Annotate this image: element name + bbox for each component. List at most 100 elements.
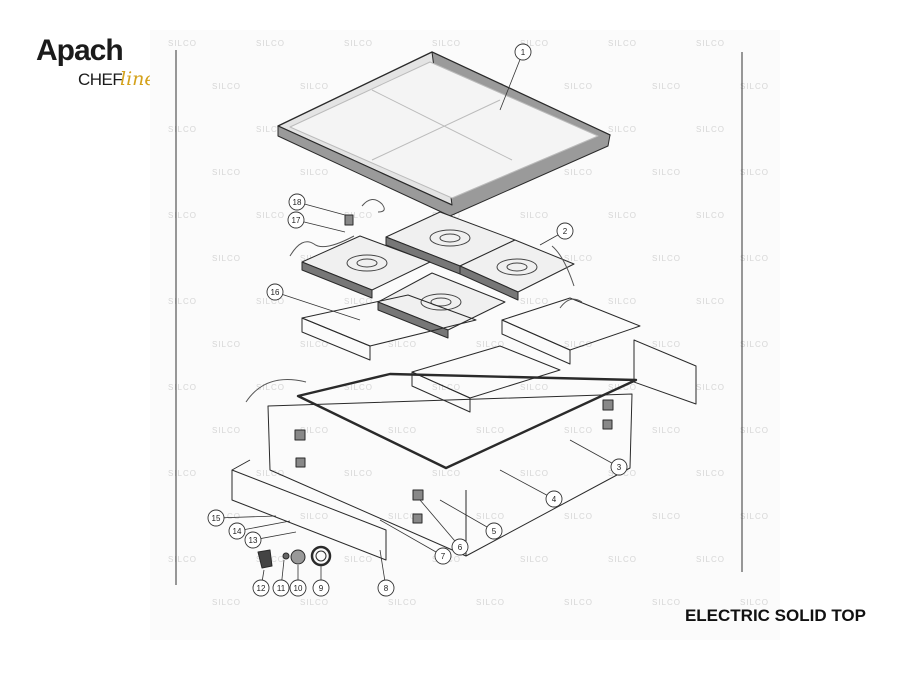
- callout-18: 18: [288, 193, 306, 211]
- front-control-panel: [231, 459, 387, 561]
- logo-line: line: [120, 68, 156, 90]
- callout-6: 6: [451, 538, 469, 556]
- watermark-text: SILCO: [476, 598, 505, 607]
- svg-text:4: 4: [552, 495, 557, 504]
- callout-11: 11: [272, 579, 290, 597]
- callout-12: 12: [252, 579, 270, 597]
- watermark-text: SILCO: [300, 82, 329, 91]
- watermark-text: SILCO: [212, 426, 241, 435]
- callout-leaders: [215, 51, 620, 589]
- watermark-text: SILCO: [564, 82, 593, 91]
- callout-leader-6: [419, 499, 461, 548]
- watermark-text: SILCO: [696, 469, 725, 478]
- watermark-text: SILCO: [344, 469, 373, 478]
- svg-text:13: 13: [249, 536, 258, 545]
- callout-leader-7: [379, 519, 444, 557]
- watermark-text: SILCO: [256, 211, 285, 220]
- watermark-text: SILCO: [344, 555, 373, 564]
- watermark-text: SILCO: [168, 211, 197, 220]
- coil-rings: [346, 229, 538, 311]
- watermark-text: SILCO: [212, 254, 241, 263]
- watermark-text: SILCO: [212, 82, 241, 91]
- watermark-text: SILCO: [608, 555, 637, 564]
- callout-7: 7: [434, 547, 452, 565]
- watermark-text: SILCO: [608, 39, 637, 48]
- watermark-text: SILCO: [212, 598, 241, 607]
- watermark-text: SILCO: [564, 340, 593, 349]
- callout-leader-3: [569, 439, 620, 468]
- wires: [245, 199, 583, 403]
- watermark-text: SILCO: [740, 168, 769, 177]
- watermark-text: SILCO: [520, 555, 549, 564]
- watermark-text: SILCO: [608, 297, 637, 306]
- watermark-text: SILCO: [652, 512, 681, 521]
- watermark-text: SILCO: [212, 340, 241, 349]
- svg-text:14: 14: [233, 527, 242, 536]
- small-components: [294, 214, 614, 524]
- svg-text:15: 15: [212, 514, 221, 523]
- watermark-text: SILCO: [344, 297, 373, 306]
- knob-assembly: [257, 545, 332, 569]
- watermark-text: SILCO: [696, 211, 725, 220]
- callout-3: 3: [610, 458, 628, 476]
- watermark-text: SILCO: [564, 254, 593, 263]
- watermark-text: SILCO: [696, 383, 725, 392]
- watermark-text: SILCO: [696, 125, 725, 134]
- watermark-text: SILCO: [696, 39, 725, 48]
- callout-leader-5: [439, 499, 495, 532]
- watermark-text: SILCO: [168, 555, 197, 564]
- watermark-text: SILCO: [740, 82, 769, 91]
- watermark-text: SILCO: [564, 598, 593, 607]
- watermark-text: SILCO: [168, 39, 197, 48]
- svg-text:16: 16: [271, 288, 280, 297]
- svg-text:6: 6: [458, 543, 463, 552]
- watermark-text: SILCO: [696, 297, 725, 306]
- watermark-text: SILCO: [432, 469, 461, 478]
- callout-10: 10: [289, 579, 307, 597]
- watermark-text: SILCO: [256, 383, 285, 392]
- watermark-text: SILCO: [300, 598, 329, 607]
- watermark-text: SILCO: [652, 254, 681, 263]
- watermark-text: SILCO: [740, 340, 769, 349]
- svg-text:3: 3: [617, 463, 622, 472]
- svg-text:18: 18: [293, 198, 302, 207]
- callout-16: 16: [266, 283, 284, 301]
- callout-9: 9: [312, 579, 330, 597]
- watermark-text: SILCO: [520, 297, 549, 306]
- callout-leader-1: [499, 51, 524, 111]
- watermark-text: SILCO: [388, 340, 417, 349]
- watermark-text: SILCO: [608, 211, 637, 220]
- callout-leader-4: [499, 469, 555, 500]
- watermark-text: SILCO: [520, 211, 549, 220]
- watermark-text: SILCO: [476, 426, 505, 435]
- watermark-text: SILCO: [212, 512, 241, 521]
- watermark-text: SILCO: [212, 168, 241, 177]
- gasket-frame: [296, 372, 638, 470]
- callout-8: 8: [377, 579, 395, 597]
- svg-text:5: 5: [492, 527, 497, 536]
- watermark-text: SILCO: [344, 211, 373, 220]
- exploded-parts-diagram: SILCO SILCO SILCO SILCO SILCO SILCO SILCO SILCO…: [150, 30, 780, 640]
- solid-top-plate: [277, 51, 611, 217]
- watermark-text: SILCO: [740, 254, 769, 263]
- callout-4: 4: [545, 490, 563, 508]
- watermark-text: SILCO: [520, 383, 549, 392]
- logo-chef: CHEF: [78, 70, 123, 89]
- svg-text:2: 2: [563, 227, 568, 236]
- svg-text:17: 17: [292, 216, 301, 225]
- svg-text:10: 10: [294, 584, 303, 593]
- callout-15: 15: [207, 509, 225, 527]
- watermark-text: SILCO: [652, 168, 681, 177]
- heating-plates: [301, 211, 575, 339]
- watermark-text: SILCO: [256, 39, 285, 48]
- watermark-text: SILCO: [476, 340, 505, 349]
- watermark-text: SILCO: [740, 598, 769, 607]
- watermark-text: SILCO: [652, 82, 681, 91]
- watermark-text: SILCO: [652, 426, 681, 435]
- svg-text:11: 11: [277, 584, 286, 593]
- support-trays: [301, 294, 641, 413]
- callout-13: 13: [244, 531, 262, 549]
- callout-leader-16: [274, 291, 361, 321]
- watermark-text: SILCO: [300, 340, 329, 349]
